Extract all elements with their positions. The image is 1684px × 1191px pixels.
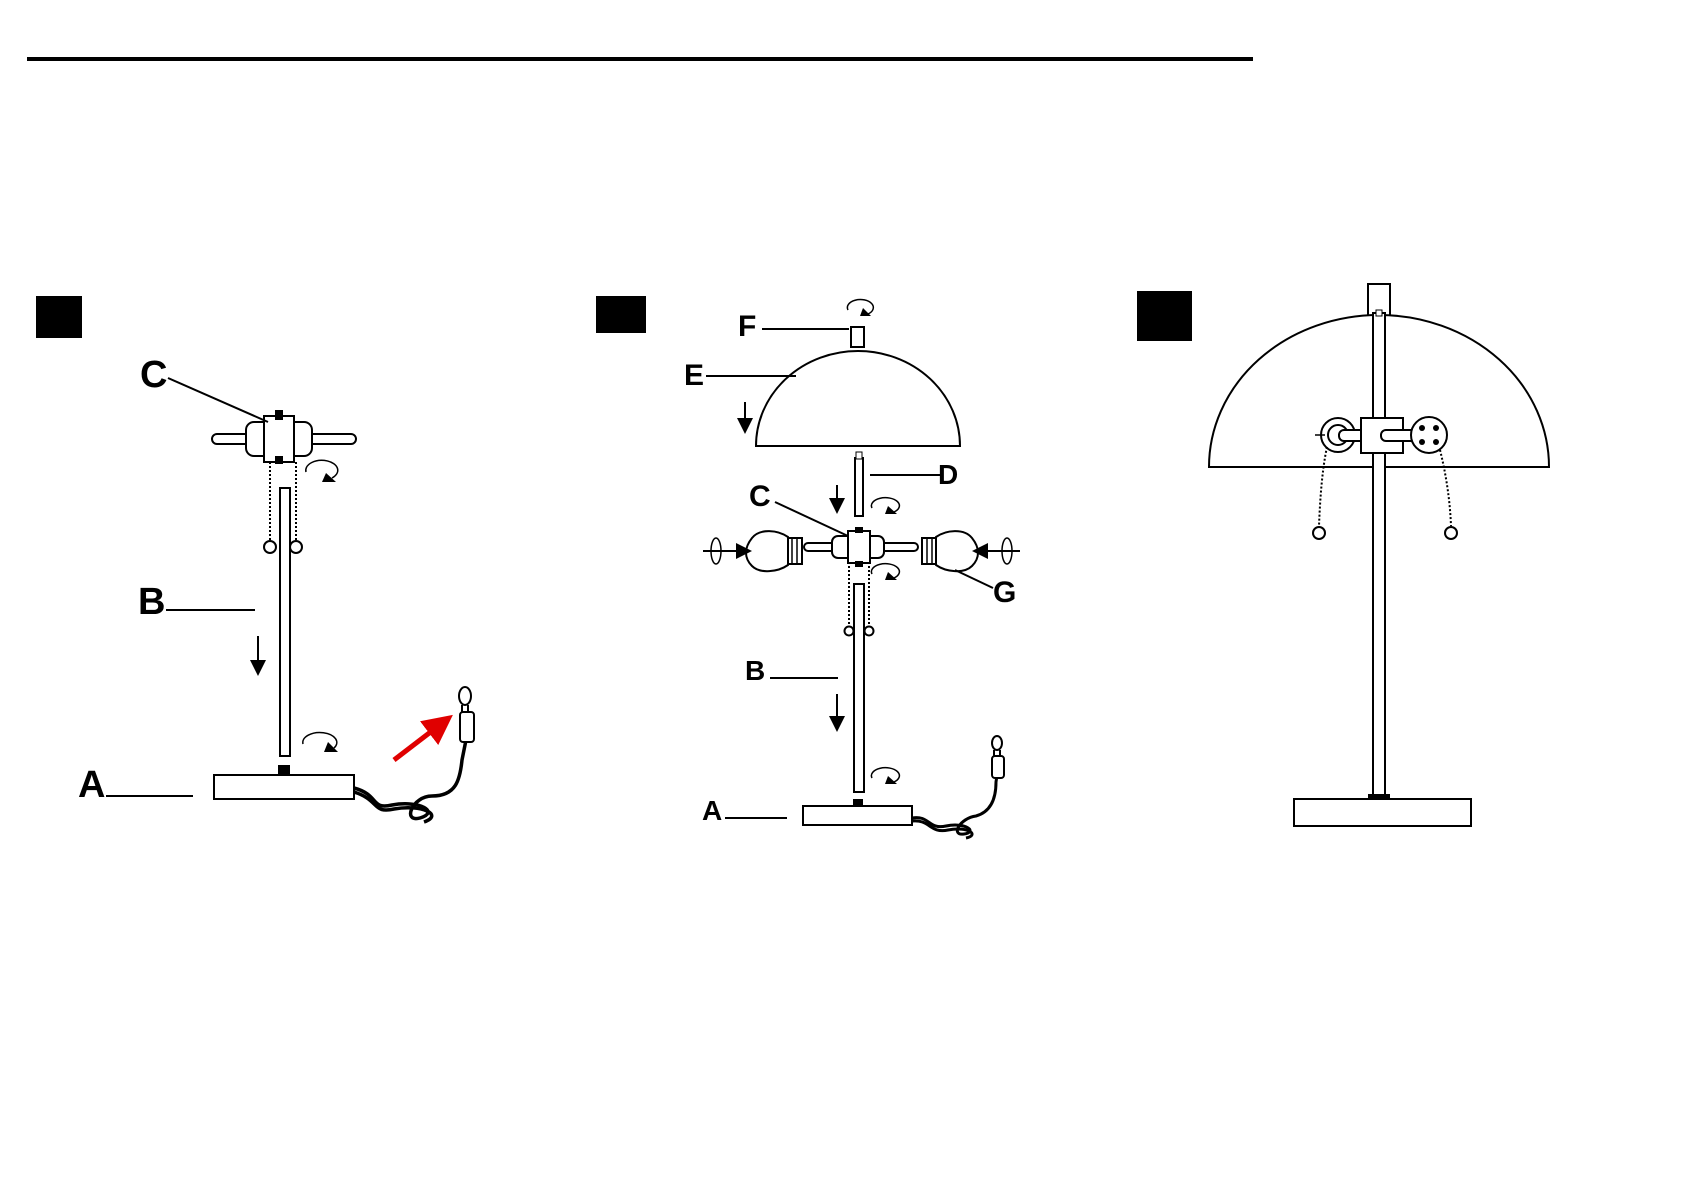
step-3 [1137, 284, 1549, 826]
step-2-label-c: C [749, 480, 771, 513]
step-1-label-c: C [140, 354, 167, 396]
bulb-icon [746, 531, 802, 571]
rotate-arrow-icon [303, 732, 338, 752]
power-plug-icon [354, 687, 474, 822]
step-2-label-f: F [738, 310, 756, 343]
step-1-label-a: A [78, 764, 105, 806]
step-2-label-d: D [938, 459, 958, 490]
step-1-label-b: B [138, 581, 165, 623]
red-arrow-icon [394, 724, 441, 760]
finial-icon [851, 327, 864, 347]
base-icon [214, 775, 354, 799]
power-plug-icon [912, 736, 1004, 838]
step-3-box [1137, 291, 1192, 341]
step-2-label-b: B [745, 655, 765, 686]
step-2-label-e: E [684, 359, 704, 392]
rod-icon [854, 584, 864, 792]
step-2-box [596, 296, 646, 333]
rotate-arrow-icon [306, 460, 338, 482]
rotate-arrow-icon [847, 300, 873, 316]
step-2: F E D C [596, 296, 1020, 838]
base-icon [803, 806, 912, 825]
step-1-box [36, 296, 82, 338]
rotate-arrow-icon [871, 564, 899, 580]
dome-shade-icon [756, 351, 960, 446]
step-2-label-g: G [993, 576, 1016, 609]
rotate-arrow-icon [871, 768, 899, 784]
rod-icon [280, 488, 290, 756]
step-1: C B A [36, 296, 474, 822]
bulb-icon [922, 531, 978, 571]
rotate-arrow-icon [871, 498, 899, 514]
step-2-label-a: A [702, 795, 722, 826]
short-rod-icon [855, 458, 863, 516]
assembled-lamp-icon [1209, 284, 1549, 826]
